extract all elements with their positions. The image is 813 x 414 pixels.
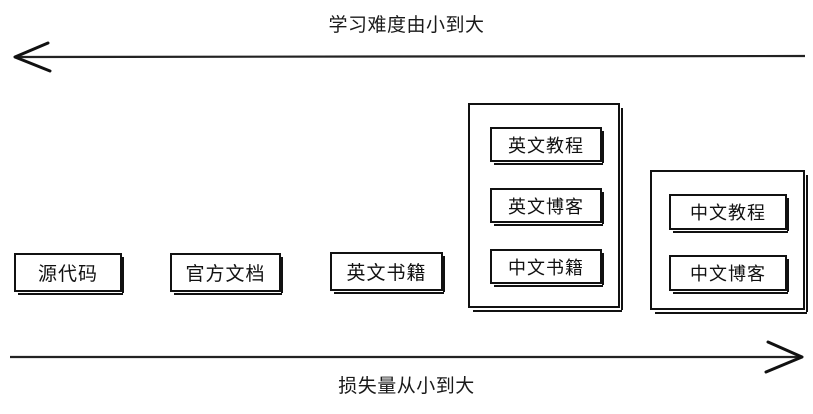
- node-label: 中文书籍: [508, 257, 584, 279]
- node-label: 中文教程: [690, 203, 766, 224]
- node-chinese-blog[interactable]: 中文博客: [669, 255, 789, 294]
- node-label: 源代码: [37, 263, 98, 285]
- node-english-books[interactable]: 英文书籍: [330, 252, 445, 294]
- node-label: 英文博客: [508, 196, 584, 218]
- node-official-docs[interactable]: 官方文档: [170, 253, 283, 295]
- node-label: 中文博客: [690, 264, 766, 285]
- node-source-code[interactable]: 源代码: [14, 253, 124, 295]
- top-axis-arrow-left-icon: [13, 41, 806, 73]
- group-chinese: 中文教程 中文博客: [650, 170, 808, 314]
- node-label: 英文书籍: [346, 262, 427, 284]
- bottom-axis-label: 损失量从小到大: [338, 375, 475, 397]
- node-chinese-books[interactable]: 中文书籍: [490, 249, 604, 287]
- node-chinese-tutorial[interactable]: 中文教程: [669, 194, 789, 233]
- node-label: 英文教程: [508, 135, 584, 157]
- node-label: 官方文档: [185, 263, 266, 285]
- top-axis-label: 学习难度由小到大: [328, 14, 485, 36]
- node-english-tutorial[interactable]: 英文教程: [490, 127, 604, 165]
- group-english-cn-books: 英文教程 英文博客 中文书籍: [468, 103, 623, 312]
- node-english-blog[interactable]: 英文博客: [490, 188, 604, 226]
